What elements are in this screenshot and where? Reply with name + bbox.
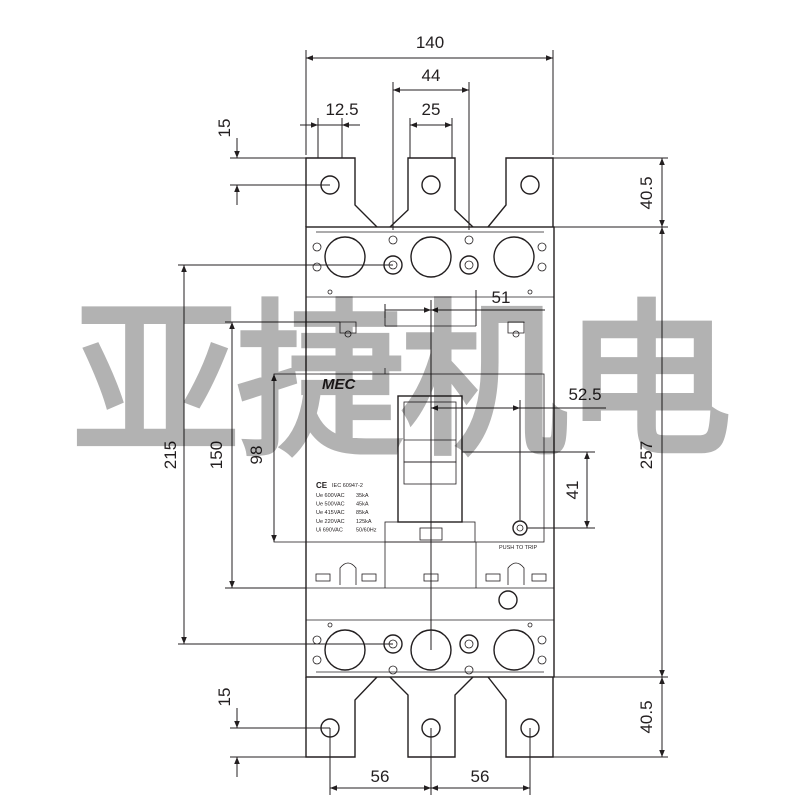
- rating-label: Ue 500VAC: [316, 502, 345, 508]
- dim-56-left: 56: [371, 767, 390, 786]
- rating-label: Ue 415VAC: [316, 510, 345, 516]
- top-terminal-left: [305, 157, 378, 228]
- dim-51: 51: [492, 288, 511, 307]
- rating-value: 125kA: [356, 519, 372, 525]
- rating-label: Ue 600VAC: [316, 493, 345, 499]
- dim-25: 25: [422, 100, 441, 119]
- rating-value: 35kA: [356, 493, 369, 499]
- top-terminal-right: [487, 157, 554, 228]
- dim-12-5: 12.5: [325, 100, 358, 119]
- dim-41: 41: [563, 481, 582, 500]
- dim-140: 140: [416, 33, 444, 52]
- dim-40-5-top: 40.5: [637, 176, 656, 209]
- dim-44: 44: [422, 66, 441, 85]
- rating-label: Ui 690VAC: [316, 527, 343, 533]
- dim-56-right: 56: [471, 767, 490, 786]
- dim-15-top: 15: [215, 119, 234, 138]
- bottom-terminal-left: [305, 676, 378, 758]
- dim-40-5-bottom: 40.5: [637, 700, 656, 733]
- standard-label: IEC 60947-2: [332, 483, 363, 489]
- ce-mark: CE: [316, 481, 328, 490]
- mec-logo: MEC: [322, 376, 357, 393]
- dim-215: 215: [161, 441, 180, 469]
- dim-150: 150: [207, 441, 226, 469]
- nameplate: MEC CE IEC 60947-2 Ue 600VAC 35kA Ue 500VA…: [316, 373, 538, 551]
- ratings-list: Ue 600VAC 35kA Ue 500VAC 45kA Ue 415VAC 85kA U…: [316, 493, 377, 533]
- push-to-trip-label: PUSH TO TRIP: [499, 545, 538, 551]
- bottom-terminal-right: [487, 676, 554, 758]
- dim-15-bottom: 15: [215, 688, 234, 707]
- top-terminal-center: [389, 157, 474, 228]
- rating-label: Ue 220VAC: [316, 519, 345, 525]
- dim-98: 98: [247, 446, 266, 465]
- rating-value: 50/60Hz: [356, 527, 377, 533]
- watermark-text: 亚捷机电: [72, 284, 729, 480]
- rating-value: 45kA: [356, 502, 369, 508]
- dim-257: 257: [637, 441, 656, 469]
- rating-value: 85kA: [356, 510, 369, 516]
- dim-52-5: 52.5: [568, 385, 601, 404]
- dimension-lines: 140 44 12.5 25 15 40.5 257: [161, 33, 668, 795]
